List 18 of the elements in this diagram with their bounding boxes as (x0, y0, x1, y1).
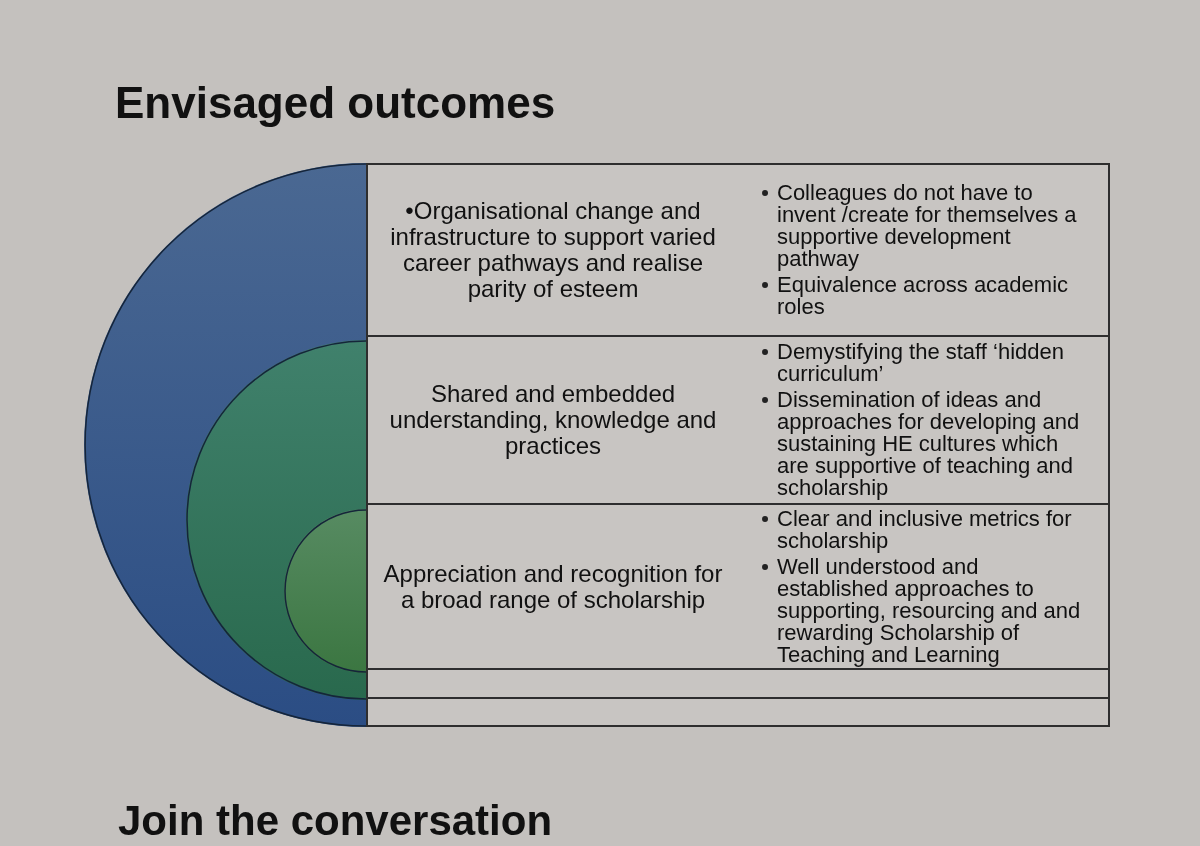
bullet-text: Equivalence across academic roles (777, 274, 1070, 318)
outcome-text: •Organisational change and infrastructure to support varied career pathways and realise parity of esteem (389, 198, 717, 302)
slide-title: Envisaged outcomes (115, 81, 556, 125)
bullet-text: Demystifying the staff ‘hidden curriculum’ (777, 341, 1065, 385)
table-row (366, 503, 1110, 670)
half-circle (186, 340, 366, 700)
bullet-text: Dissemination of ideas and approaches for developing and sustaining HE cultures which are supportive of teaching and scholarship (777, 389, 1081, 499)
bullet-text: Clear and inclusive metrics for scholarship (777, 507, 1073, 552)
table-row (366, 163, 1110, 337)
table-row (366, 697, 1110, 727)
table-row (366, 668, 1110, 699)
table-row (366, 335, 1110, 505)
half-circle (284, 509, 366, 673)
outcome-text: Appreciation and recognition for a broad range of scholarship (382, 560, 724, 613)
outcome-text: Shared and embedded understanding, knowledge and practices (388, 381, 718, 459)
bullet-text: Colleagues do not have to invent /create for themselves a supportive development pathway (777, 182, 1078, 270)
bullet-text: Well understood and established approaches to supporting, resourcing and and rewarding Scholarship of Teaching and Learning (777, 555, 1082, 666)
section-heading: Join the conversation (118, 800, 553, 842)
